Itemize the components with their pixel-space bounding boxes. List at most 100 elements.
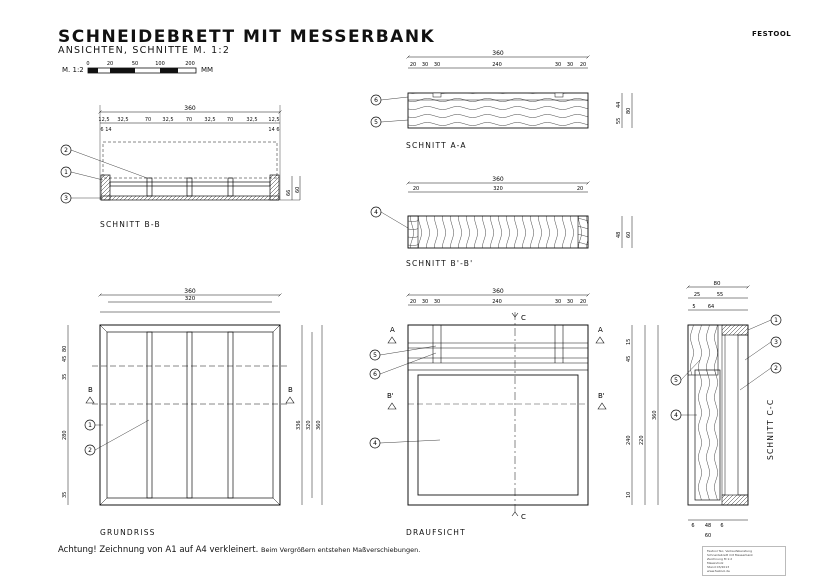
- callout-1: 1: [747, 314, 782, 331]
- dim-label: 240: [492, 299, 502, 305]
- title-block: Festool Tec, Verkaufsberatung Schneidebr…: [702, 546, 786, 576]
- callout-6: 6: [369, 352, 437, 380]
- section-marker-c: C: [521, 314, 526, 322]
- title-block-line: www.festool.de: [707, 569, 730, 573]
- dim-label: 30: [555, 299, 561, 305]
- section-bb-view: 360 12,5 32,5 70 32,5 70 32,5 70 32,5 12…: [98, 105, 301, 201]
- dim-label: 5: [692, 304, 695, 310]
- section-b2-view: 360 20 320 20 48 60: [408, 176, 633, 249]
- svg-text:4: 4: [373, 440, 377, 447]
- dim-total-width: 360: [492, 50, 504, 57]
- dim-label: 240: [492, 62, 502, 68]
- dim-total-width: 360: [492, 176, 504, 183]
- dim-label: 12,5: [268, 117, 279, 123]
- dim-label: 32,5: [246, 117, 257, 123]
- dim-label: 360: [316, 420, 322, 430]
- svg-text:1: 1: [774, 317, 778, 324]
- dim-label: 6 14: [100, 127, 111, 133]
- callout-1: 1: [60, 166, 104, 181]
- dim-label: 20: [410, 62, 416, 68]
- dim-label: 45: [62, 356, 68, 362]
- svg-text:5: 5: [674, 377, 678, 384]
- dim-label: 12,5: [98, 117, 109, 123]
- dim-label: 30: [567, 62, 573, 68]
- callout-2: 2: [84, 419, 150, 456]
- dim-label: 30: [434, 299, 440, 305]
- svg-text:6: 6: [373, 371, 377, 378]
- callout-5: 5: [670, 359, 701, 386]
- dim-label: 80: [626, 108, 632, 114]
- dim-label: 320: [306, 420, 312, 430]
- callout-4: 4: [370, 206, 409, 229]
- dim-label: 14 6: [268, 127, 279, 133]
- title-block-line: Schneidebrett mit Messerbank: [707, 553, 753, 557]
- dim-label: 80: [62, 346, 68, 352]
- dim-label: 360: [652, 410, 658, 420]
- dim-label: 20: [413, 186, 419, 192]
- dim-label: 48: [616, 232, 622, 238]
- svg-text:4: 4: [374, 209, 378, 216]
- brand-logo: FESTOOL: [752, 30, 792, 38]
- label-section-bb: SCHNITT B-B: [100, 220, 161, 229]
- label-section-cc: SCHNITT C-C: [766, 398, 775, 460]
- dim-label: 20: [580, 299, 586, 305]
- svg-text:1: 1: [64, 169, 68, 176]
- dim-label: 30: [434, 62, 440, 68]
- dim-label: 15: [626, 339, 632, 345]
- dim-label: 32,5: [204, 117, 215, 123]
- dim-label: 20: [580, 62, 586, 68]
- dim-label: 55: [717, 292, 723, 298]
- dim-label: 32,5: [162, 117, 173, 123]
- footer-note-small: Beim Vergrößern entstehen Maßverschiebun…: [261, 546, 421, 554]
- scale-tick-label: 200: [185, 61, 195, 67]
- section-marker-a: A: [598, 326, 603, 334]
- section-marker-b2: B': [387, 392, 394, 400]
- dim-label: 45: [626, 356, 632, 362]
- dim-label: 30: [567, 299, 573, 305]
- callout-4: 4: [670, 409, 697, 421]
- footer-note-main: Achtung! Zeichnung von A1 auf A4 verklei…: [58, 545, 259, 555]
- dim-label: 60: [705, 533, 711, 539]
- top-view: 360 20 30 30 240 30 30 20 C C A A B': [387, 288, 659, 521]
- drawing-title: SCHNEIDEBRETT MIT MESSERBANK: [58, 27, 436, 47]
- drawing-subtitle: ANSICHTEN, SCHNITTE M. 1:2: [58, 45, 231, 56]
- dim-label: 44: [616, 102, 622, 108]
- callout-5: 5: [370, 116, 409, 128]
- dim-label: 70: [145, 117, 151, 123]
- title-block-line: Stand 03/2013: [707, 565, 730, 569]
- label-section-b2: SCHNITT B'-B': [406, 259, 474, 268]
- dim-label: 6: [720, 523, 723, 529]
- dim-label: 70: [227, 117, 233, 123]
- section-cc-view: 80 25 55 5 64 6 48 6 60: [688, 281, 748, 539]
- svg-text:5: 5: [374, 119, 378, 126]
- dim-label: 10: [626, 492, 632, 498]
- dim-label: 30: [422, 299, 428, 305]
- scale-bar: 0 20 50 100 200: [86, 61, 197, 74]
- dim-label: 80: [714, 281, 721, 287]
- dim-label: 20: [410, 299, 416, 305]
- section-marker-b2: B': [598, 392, 605, 400]
- svg-text:3: 3: [64, 195, 68, 202]
- dim-label: 32,5: [117, 117, 128, 123]
- svg-text:2: 2: [774, 365, 778, 372]
- svg-text:1: 1: [88, 422, 92, 429]
- dim-label: 70: [186, 117, 192, 123]
- section-marker-b: B: [88, 386, 93, 394]
- dim-label: 35: [62, 492, 68, 498]
- section-marker-c: C: [521, 513, 526, 521]
- dim-label: 240: [626, 435, 632, 445]
- svg-text:4: 4: [674, 412, 678, 419]
- label-section-aa: SCHNITT A-A: [406, 141, 467, 150]
- label-top-view: DRAUFSICHT: [406, 528, 466, 537]
- dim-label: 336: [296, 420, 302, 430]
- callout-2: 2: [60, 144, 148, 179]
- dim-total-width: 360: [492, 288, 504, 295]
- dim-label: 6: [691, 523, 694, 529]
- dim-label: 20: [577, 186, 583, 192]
- dim-label: 66: [286, 190, 292, 196]
- section-marker-b: B: [288, 386, 293, 394]
- plan-view: 360 320 80 45 35 280 35 336 320 360 B B: [62, 288, 323, 506]
- title-block-line: Zeichnung M 1:2: [707, 557, 733, 561]
- dim-label: 35: [62, 374, 68, 380]
